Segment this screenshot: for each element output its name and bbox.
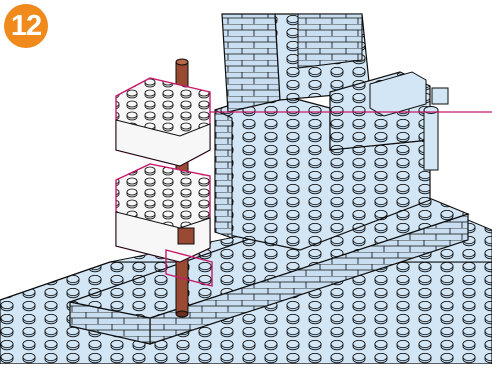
superstructure-front xyxy=(215,110,232,238)
tower-right-block xyxy=(298,14,362,68)
right-mast-pole xyxy=(424,110,438,170)
brown-pin-top xyxy=(176,59,188,65)
brown-pin-bottom xyxy=(176,311,188,317)
step-number-badge: 12 xyxy=(4,4,48,48)
tower-left-wall xyxy=(222,14,280,112)
brown-connector-block xyxy=(178,228,194,244)
mast-bracket xyxy=(432,88,448,104)
step-number: 12 xyxy=(11,10,41,43)
